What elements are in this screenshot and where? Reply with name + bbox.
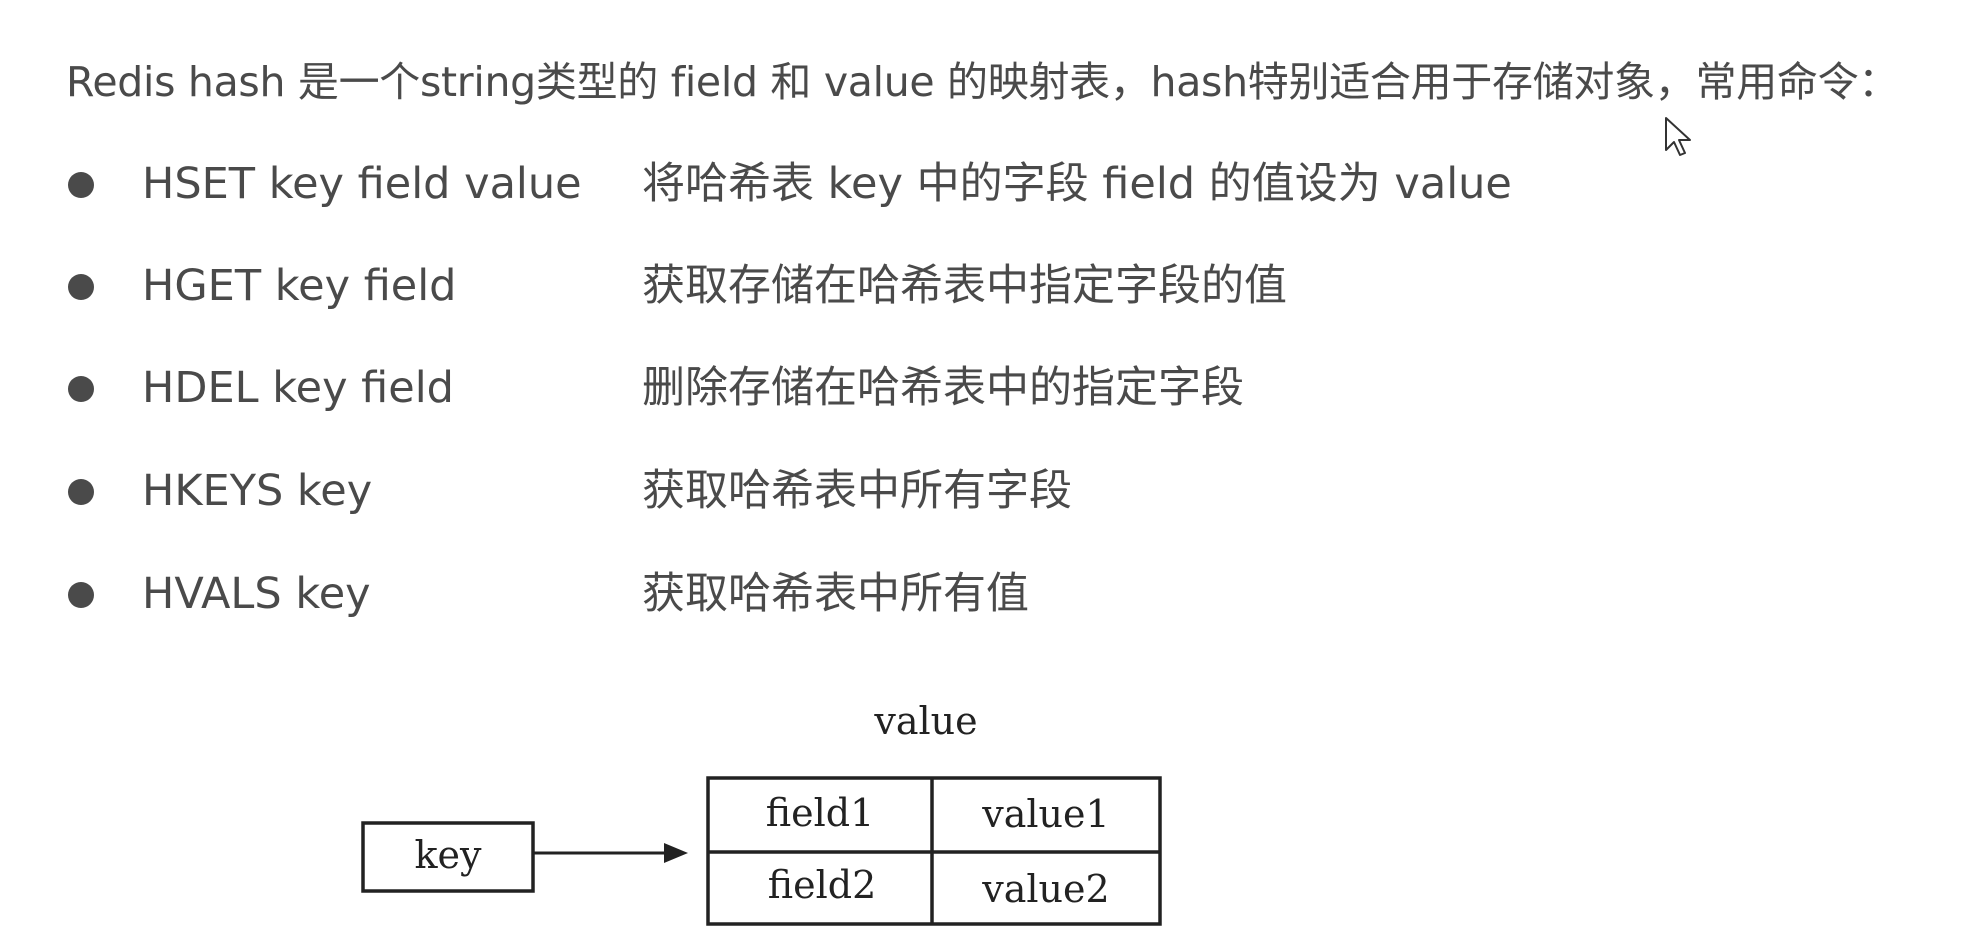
intro-text: Redis hash 是一个string类型的 field 和 value 的映… <box>66 58 1900 106</box>
command-name: HDEL key field <box>142 363 454 413</box>
bullet-icon <box>68 582 94 608</box>
command-name: HVALS key <box>142 569 371 619</box>
list-item: HDEL key field 删除存储在哈希表中的指定字段 <box>0 358 1700 418</box>
list-item: HKEYS key 获取哈希表中所有字段 <box>0 461 1700 521</box>
bullet-icon <box>68 274 94 300</box>
bullet-icon <box>68 172 94 198</box>
command-name: HSET key field value <box>142 159 582 209</box>
list-item: HSET key field value 将哈希表 key 中的字段 field… <box>0 154 1700 214</box>
mouse-pointer-icon <box>1665 117 1691 156</box>
command-description: 获取存储在哈希表中指定字段的值 <box>642 261 1287 311</box>
list-item: HVALS key 获取哈希表中所有值 <box>0 564 1700 624</box>
command-description: 获取哈希表中所有值 <box>642 569 1029 619</box>
command-name: HKEYS key <box>142 466 373 516</box>
command-description: 获取哈希表中所有字段 <box>642 466 1072 516</box>
bullet-icon <box>68 479 94 505</box>
bullet-icon <box>68 376 94 402</box>
command-description: 将哈希表 key 中的字段 field 的值设为 value <box>642 159 1512 209</box>
command-description: 删除存储在哈希表中的指定字段 <box>642 363 1244 413</box>
command-name: HGET key field <box>142 261 457 311</box>
list-item: HGET key field 获取存储在哈希表中指定字段的值 <box>0 256 1700 316</box>
